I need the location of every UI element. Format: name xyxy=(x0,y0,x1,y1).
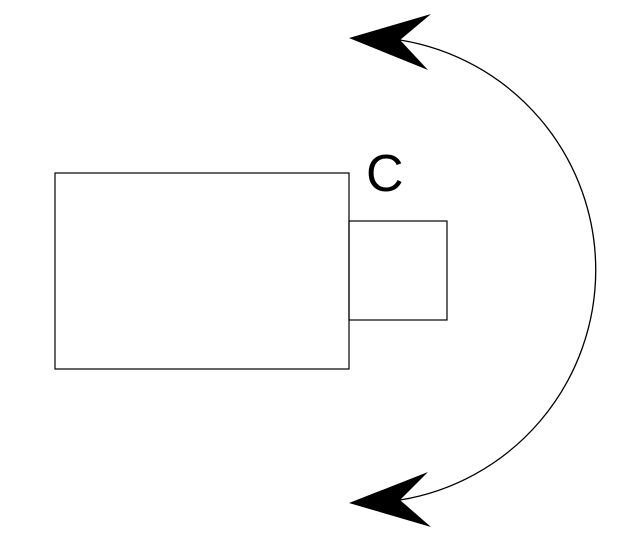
shaft-rectangle xyxy=(348,220,448,321)
rotation-label: C xyxy=(366,145,404,203)
rotation-arc xyxy=(399,39,597,501)
main-body-rectangle xyxy=(54,172,350,370)
arrowhead-top-icon xyxy=(349,14,431,70)
arrowhead-bottom-icon xyxy=(349,472,431,527)
